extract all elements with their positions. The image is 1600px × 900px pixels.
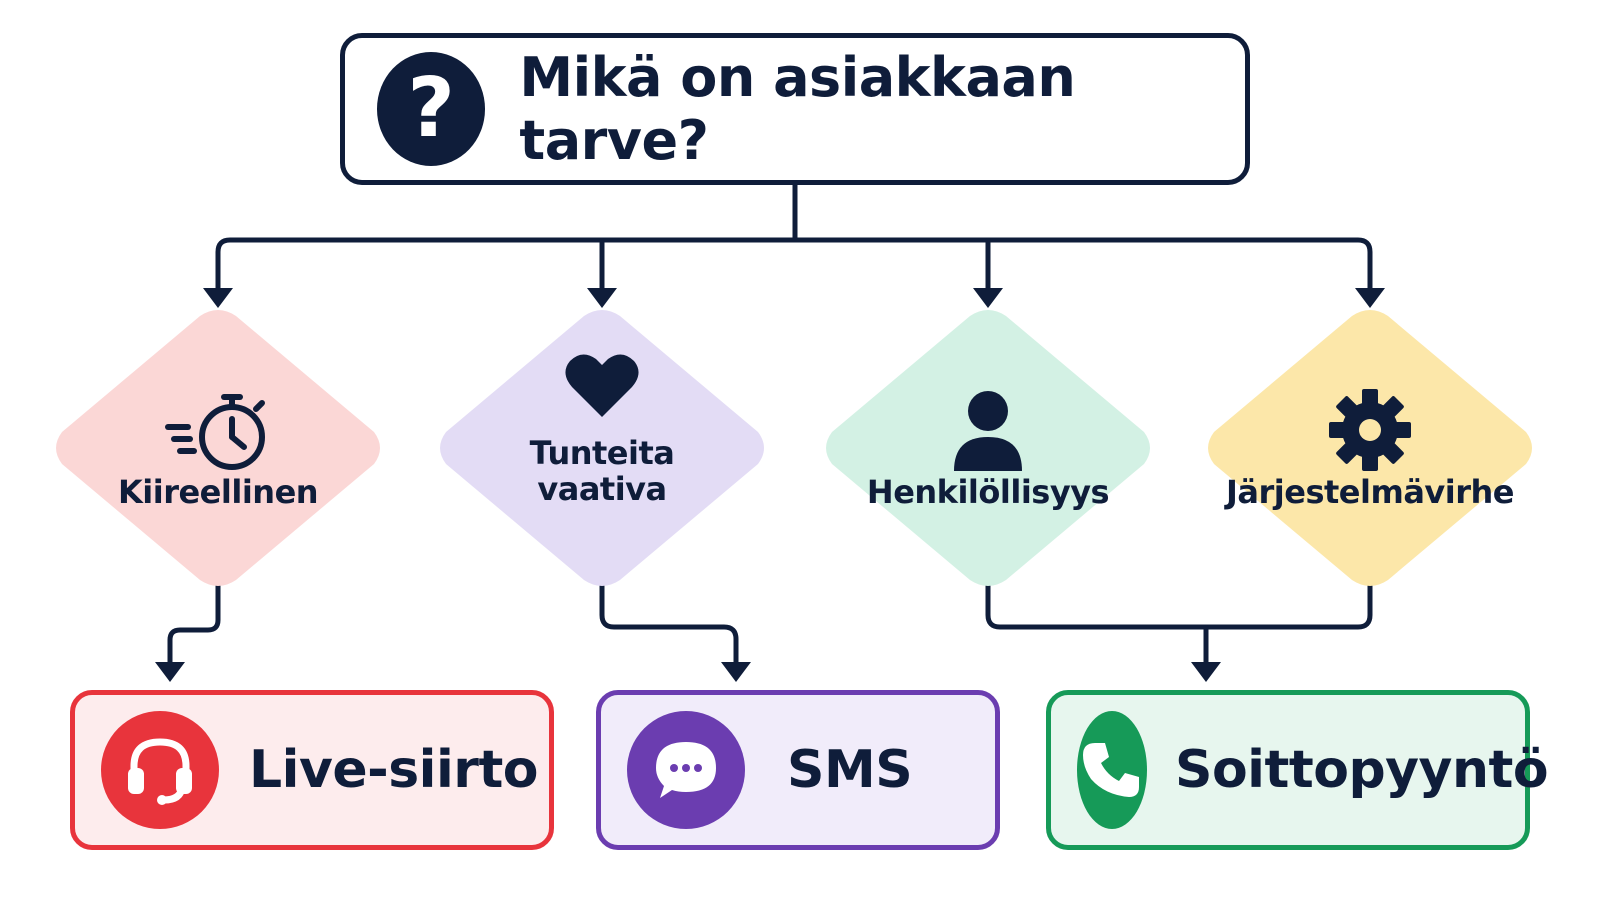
link-urgent-live: [167, 582, 221, 668]
link-merge-callback: [985, 582, 1373, 630]
outcome-live-transfer: Live-siirto: [70, 690, 554, 850]
need-system-error: Järjestelmävirhe: [1202, 308, 1538, 588]
arrowhead-2: [587, 288, 617, 308]
need-label-urgent: Kiireellinen: [117, 473, 319, 512]
diamond-shape-urgent: [56, 310, 380, 586]
outcome-callback: Soittopyyntö: [1046, 690, 1549, 850]
outcome-label-live-transfer: Live-siirto: [249, 740, 539, 800]
stopwatch-speed-icon: [158, 385, 278, 475]
arrowhead-6: [721, 662, 751, 682]
need-emotional: Tunteita vaativa: [434, 308, 770, 588]
arrowhead-4: [1355, 288, 1385, 308]
arrowhead-1: [203, 288, 233, 308]
heart-icon: [542, 346, 662, 426]
need-label-identity: Henkilöllisyys: [866, 473, 1110, 512]
arrowhead-7: [1191, 662, 1221, 682]
question-mark-icon: ?: [377, 52, 486, 166]
need-label-emotional-line2: vaativa: [537, 469, 667, 508]
arrowhead-3: [973, 288, 1003, 308]
person-icon: [928, 385, 1048, 475]
need-label-system-error: Järjestelmävirhe: [1226, 473, 1515, 512]
question-text: Mikä on asiakkaan tarve?: [519, 46, 1076, 172]
need-urgent: Kiireellinen: [50, 308, 386, 588]
diamond-shape-emotional: [440, 310, 764, 586]
chat-bubble-icon: [627, 711, 745, 829]
outcome-sms: SMS: [596, 690, 1000, 850]
need-label-emotional-line1: Tunteita: [529, 434, 675, 472]
distributor-line: [215, 237, 1373, 293]
link-emotional-sms: [599, 582, 739, 668]
need-identity: Henkilöllisyys: [820, 308, 1156, 588]
gear-icon: [1310, 385, 1430, 475]
phone-icon: [1077, 711, 1147, 829]
headset-icon: [101, 711, 219, 829]
question-box: ? Mikä on asiakkaan tarve?: [340, 33, 1250, 185]
outcome-label-callback: Soittopyyntö: [1175, 740, 1549, 800]
outcome-label-sms: SMS: [787, 740, 913, 800]
arrowhead-5: [155, 662, 185, 682]
need-label-emotional: Tunteita vaativa: [529, 434, 675, 508]
